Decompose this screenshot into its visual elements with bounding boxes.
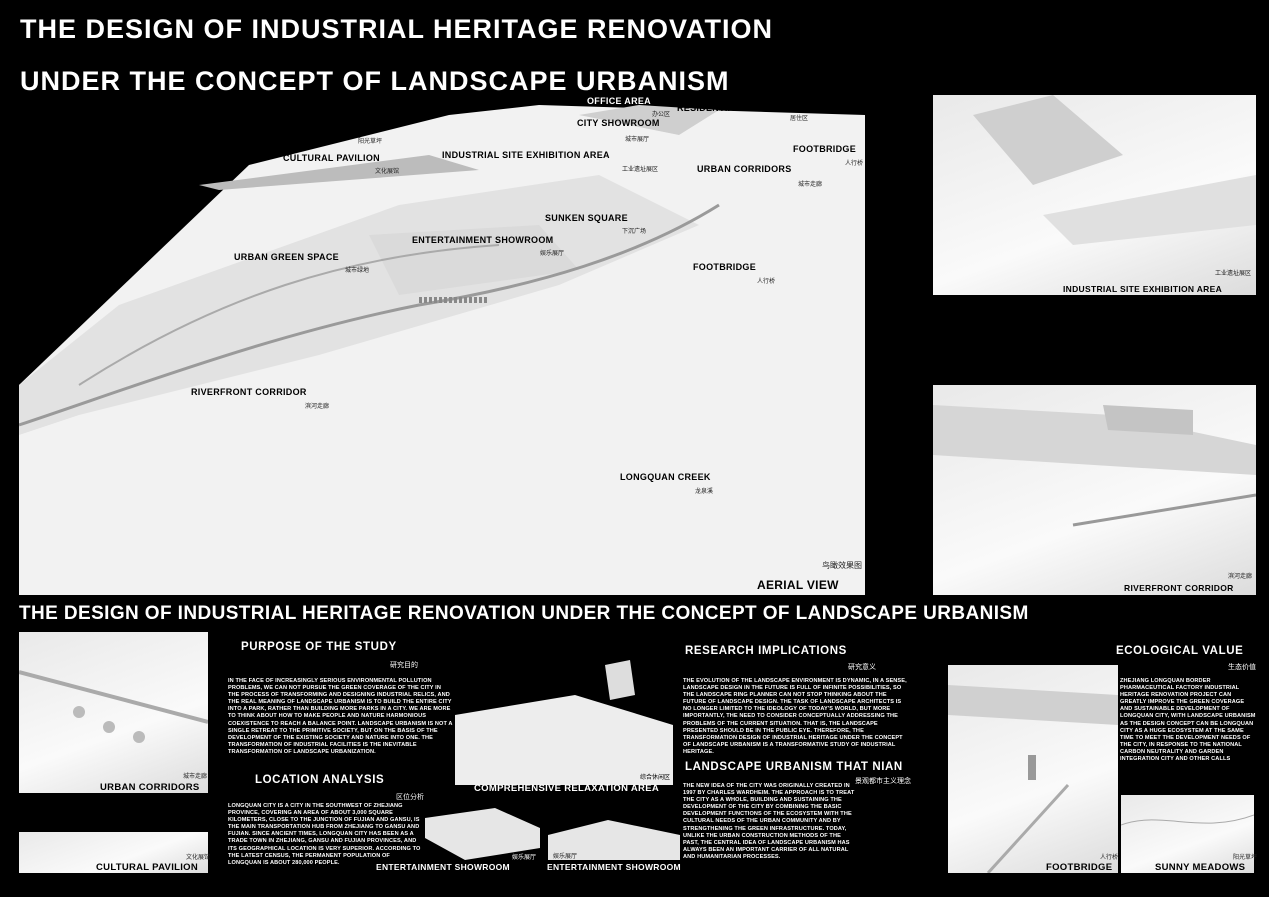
label-cultural-pavilion: CULTURAL PAVILION (283, 153, 380, 163)
showroom-2-zh: 娱乐展厅 (553, 854, 578, 860)
purpose-zh: 研究目的 (390, 662, 418, 669)
relaxation-area-image (455, 655, 673, 795)
label-zh: 城市绿地 (345, 268, 370, 274)
aerial-render (19, 105, 865, 595)
label-office-area: OFFICE AREA (587, 96, 651, 106)
relaxation-zh: 综合休闲区 (640, 775, 671, 781)
label-zh: 城市走廊 (798, 182, 823, 188)
entertainment-showroom-caption-2: ENTERTAINMENT SHOWROOM (547, 862, 681, 872)
label-longquan-creek: LONGQUAN CREEK (620, 472, 711, 482)
showroom-render-1 (425, 808, 540, 860)
riverfront-caption: RIVERFRONT CORRIDOR (1124, 583, 1234, 593)
label-zh: 滨河走廊 (305, 404, 330, 410)
label-zh: 工业遗址展区 (622, 167, 659, 173)
urban-corridors-caption: URBAN CORRIDORS (100, 782, 200, 793)
label-zh: 阳光草坪 (358, 139, 383, 145)
subtitle: THE DESIGN OF INDUSTRIAL HERITAGE RENOVA… (19, 603, 1029, 624)
research-zh: 研究意义 (848, 664, 876, 671)
footbridge-caption: FOOTBRIDGE (1046, 862, 1113, 873)
entertainment-showroom-image-2 (548, 815, 680, 860)
relaxation-render (455, 660, 673, 785)
label-zh: 城市展厅 (625, 137, 650, 143)
footbridge-image (948, 665, 1118, 873)
relaxation-caption: COMPREHENSIVE RELAXATION AREA (474, 783, 659, 794)
industrial-site-image (933, 95, 1256, 295)
label-riverfront-corridor: RIVERFRONT CORRIDOR (191, 387, 307, 397)
label-zh: 下沉广场 (622, 229, 647, 235)
riverfront-render (933, 405, 1256, 527)
label-residential-area: RESIDENTIAL AREA (677, 103, 770, 113)
label-zh: 文化展馆 (375, 169, 400, 175)
aerial-view-image (19, 102, 865, 595)
research-heading: RESEARCH IMPLICATIONS (685, 645, 847, 657)
label-zh: 居住区 (790, 116, 809, 122)
aerial-caption-zh: 鸟瞰效果图 (822, 561, 862, 570)
footbridge-render (948, 685, 1118, 873)
label-zh: 人行桥 (845, 161, 864, 167)
cultural-pavilion-zh: 文化展馆 (186, 855, 211, 861)
title-line-2: UNDER THE CONCEPT OF LANDSCAPE URBANISM (20, 66, 730, 96)
entertainment-showroom-image-1 (425, 808, 540, 860)
ecological-text: Zhejiang Longquan Border Pharmaceutical … (1120, 678, 1256, 763)
label-zh: 龙泉溪 (695, 489, 714, 495)
label-footbridge-1: FOOTBRIDGE (793, 144, 856, 154)
ecological-zh: 生态价值 (1228, 664, 1256, 671)
purpose-text: In the face of increasingly serious envi… (228, 678, 453, 755)
entertainment-showroom-caption-1: ENTERTAINMENT SHOWROOM (376, 862, 510, 872)
riverfront-corridor-image (933, 385, 1256, 595)
showroom-1-zh: 娱乐展厅 (512, 855, 537, 861)
aerial-view-caption: AERIAL VIEW (757, 578, 839, 592)
sunny-meadows-image (1121, 795, 1254, 873)
label-footbridge-2: FOOTBRIDGE (693, 262, 756, 272)
industrial-site-zh: 工业遗址展区 (1215, 271, 1252, 277)
label-urban-corridors: URBAN CORRIDORS (697, 164, 792, 174)
industrial-site-render (973, 95, 1256, 245)
label-sunken-square: SUNKEN SQUARE (545, 213, 628, 223)
label-city-showroom: CITY SHOWROOM (577, 118, 660, 128)
label-sunny-meadows: SUNNY MEADOWS (292, 124, 378, 134)
showroom-render-2 (548, 820, 680, 860)
urban-corridors-zh: 城市走廊 (183, 774, 208, 780)
title-line-1: THE DESIGN OF INDUSTRIAL HERITAGE RENOVA… (20, 14, 774, 44)
location-zh: 区位分析 (396, 794, 424, 801)
urban-corridors-render (19, 670, 208, 743)
riverfront-zh: 滨河走廊 (1228, 574, 1253, 580)
cultural-pavilion-image (19, 832, 208, 873)
industrial-site-caption: INDUSTRIAL SITE EXHIBITION AREA (1063, 284, 1223, 294)
label-entertainment-showroom: ENTERTAINMENT SHOWROOM (412, 235, 554, 245)
urban-corridors-image (19, 632, 208, 793)
label-industrial-site: INDUSTRIAL SITE EXHIBITION AREA (442, 150, 610, 160)
purpose-heading: PURPOSE OF THE STUDY (241, 641, 397, 653)
sunny-meadows-zh: 阳光草坪 (1233, 855, 1258, 861)
ecological-heading: ECOLOGICAL VALUE (1116, 645, 1244, 657)
label-zh: 办公区 (652, 112, 671, 118)
label-zh: 娱乐展厅 (540, 251, 565, 257)
research-text: The evolution of the landscape environme… (683, 678, 907, 755)
location-heading: LOCATION ANALYSIS (255, 774, 385, 786)
label-urban-green-space: URBAN GREEN SPACE (234, 252, 339, 262)
nian-heading: LANDSCAPE URBANISM THAT NIAN (685, 761, 903, 773)
footbridge-zh: 人行桥 (1100, 855, 1119, 861)
label-zh: 人行桥 (757, 279, 776, 285)
cultural-pavilion-caption: CULTURAL PAVILION (96, 862, 199, 873)
nian-text: The new idea of the city was originally … (683, 783, 855, 860)
location-text: Longquan City is a city in the southwest… (228, 803, 421, 866)
nian-zh: 景观都市主义理念 (855, 778, 911, 785)
sunny-meadows-render (1121, 814, 1254, 826)
sunny-meadows-caption: SUNNY MEADOWS (1155, 862, 1246, 873)
